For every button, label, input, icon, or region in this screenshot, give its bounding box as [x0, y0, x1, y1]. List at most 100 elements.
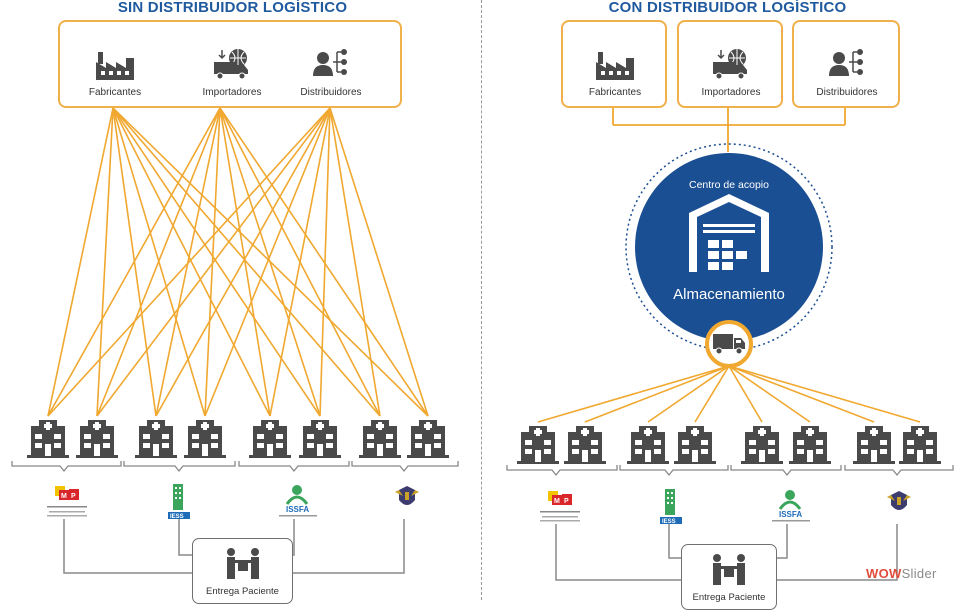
connection-line [647, 365, 730, 423]
left-source-distribuidores: Distribuidores [286, 44, 376, 98]
right-source-importadores: Importadores [686, 44, 776, 98]
warehouse-icon [689, 194, 769, 272]
msp-logo-icon: M P [540, 491, 580, 522]
hospital-icon [184, 420, 226, 458]
left-source-fabricantes: Fabricantes [70, 44, 160, 98]
distributor-network-icon [286, 44, 376, 80]
watermark-part1: WOW [866, 566, 902, 581]
bracket-group [11, 461, 954, 477]
connection-line [728, 365, 763, 423]
connection-line [47, 107, 114, 417]
connection-line [112, 107, 381, 417]
group-bracket [619, 465, 729, 477]
truck-globe-icon [686, 44, 776, 80]
source-label: Importadores [701, 87, 761, 98]
hospital-icon [27, 420, 69, 458]
hospital-icon [135, 420, 177, 458]
isspol-emblem-icon [395, 486, 419, 505]
hospital-icon [627, 426, 669, 464]
connection-line [219, 107, 429, 417]
connection-line [329, 107, 381, 417]
distributor-network-icon [802, 44, 892, 80]
watermark-part2: Slider [901, 566, 937, 581]
svg-text:ISSFA: ISSFA [286, 505, 309, 514]
connection-line [155, 107, 331, 417]
group-bracket [844, 465, 954, 477]
svg-text:M: M [554, 498, 560, 505]
left-delivery-connectors [63, 519, 405, 574]
svg-text:ISSFA: ISSFA [779, 510, 802, 519]
connection-line [112, 107, 271, 417]
connection-line [219, 107, 321, 417]
iess-logo-icon: IESS [660, 489, 682, 525]
connection-line [219, 107, 271, 417]
connection-line [204, 107, 331, 417]
factory-icon [70, 44, 160, 80]
truck-globe-icon [187, 44, 277, 80]
source-label: Fabricantes [588, 87, 642, 98]
right-source-fabricantes: Fabricantes [570, 44, 660, 98]
handover-icon [193, 539, 292, 586]
connection-line [319, 107, 331, 417]
connection-line [584, 365, 730, 423]
group-bracket [730, 465, 842, 477]
connection-line [112, 107, 321, 417]
connection-line [47, 107, 221, 417]
hospital-icon [853, 426, 895, 464]
hospital-icon [299, 420, 341, 458]
right-delivery-box: Entrega Paciente [681, 544, 777, 610]
factory-icon [570, 44, 660, 80]
hospital-icon [789, 426, 831, 464]
svg-text:P: P [564, 498, 569, 505]
connection-line [728, 365, 811, 423]
connection-line [694, 365, 730, 423]
truck-node [705, 320, 753, 368]
msp-logo-icon: M P [47, 486, 87, 517]
group-bracket [123, 461, 236, 473]
source-label: Distribuidores [300, 87, 362, 98]
hospital-icon [517, 426, 559, 464]
connection-line [269, 107, 331, 417]
iess-logo-icon: IESS [168, 484, 190, 520]
delivery-label: Entrega Paciente [206, 586, 279, 597]
delivery-label: Entrega Paciente [692, 592, 766, 603]
hospital-icon [76, 420, 118, 458]
right-delivery-connectors [555, 524, 898, 581]
connection-line [96, 107, 114, 417]
hospital-icon [741, 426, 783, 464]
svg-text:P: P [71, 493, 76, 500]
hub: Centro de acopio Almacenamiento [625, 143, 833, 351]
connection-line [96, 107, 331, 417]
hospital-icon [359, 420, 401, 458]
connection-line [728, 365, 875, 423]
isspol-emblem-icon [887, 491, 911, 510]
hub-subtitle: Centro de acopio [689, 179, 769, 191]
hospital-icon [249, 420, 291, 458]
group-bracket [506, 465, 618, 477]
left-panel-title: SIN DISTRIBUIDOR LOGÍSTICO [117, 0, 348, 16]
source-label: Importadores [202, 87, 262, 98]
source-label: Distribuidores [816, 87, 878, 98]
source-label: Fabricantes [88, 87, 142, 98]
right-connection-lines [537, 108, 921, 423]
svg-text:IESS: IESS [662, 519, 676, 525]
left-connection-lines [47, 107, 429, 417]
connection-line [96, 107, 221, 417]
right-source-box-fabricantes: Fabricantes [561, 20, 667, 108]
left-delivery-box: Entrega Paciente [192, 538, 293, 604]
wowslider-watermark[interactable]: WOWSlider [866, 566, 937, 581]
connection-line [728, 365, 921, 423]
left-sources-box: Fabricantes Importadores [58, 20, 402, 108]
hospital-group [27, 420, 941, 464]
right-source-distribuidores: Distribuidores [802, 44, 892, 98]
issfa-logo-icon: ISSFA [279, 485, 317, 517]
right-source-box-importadores: Importadores [677, 20, 783, 108]
group-bracket [11, 461, 122, 473]
left-source-importadores: Importadores [187, 44, 277, 98]
hospital-icon [564, 426, 606, 464]
connection-line [47, 107, 331, 417]
svg-text:M: M [61, 493, 67, 500]
hospital-icon [407, 420, 449, 458]
